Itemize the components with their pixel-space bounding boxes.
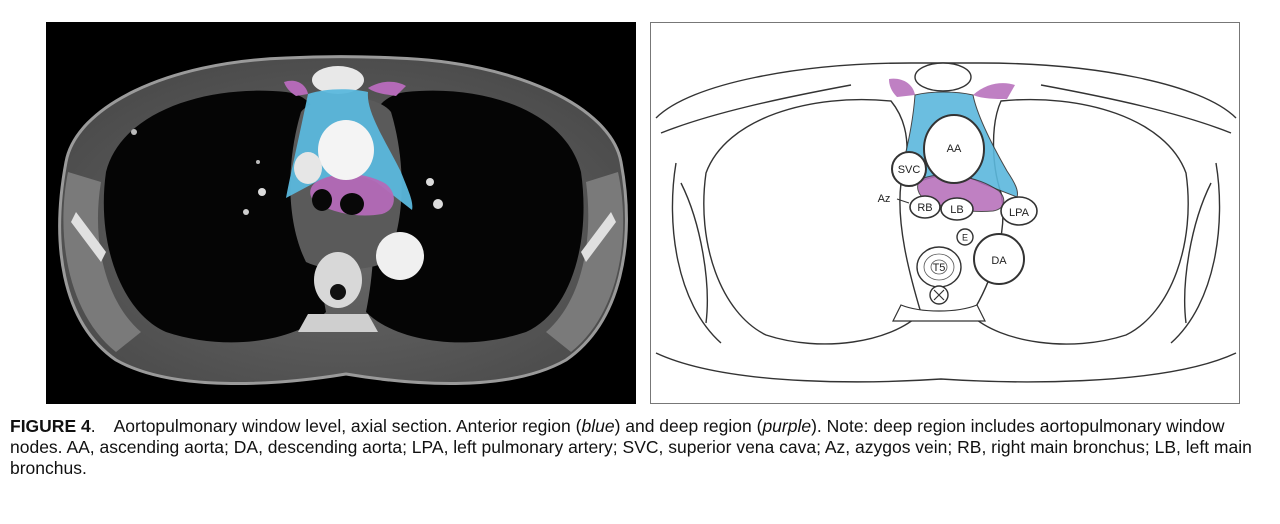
caption-blue-word: blue — [581, 416, 615, 436]
caption-text-part1: Aortopulmonary window level, axial secti… — [113, 416, 582, 436]
ct-scan-image — [46, 22, 636, 404]
anatomical-diagram: AA SVC Az RB LB LPA E T5 DA — [650, 22, 1240, 404]
label-svc: SVC — [898, 164, 921, 176]
label-e: E — [962, 232, 968, 242]
label-az: Az — [878, 193, 891, 205]
caption-text-part2: ) and deep region ( — [614, 416, 763, 436]
caption-period: . — [90, 416, 96, 436]
label-t5: T5 — [933, 262, 946, 274]
figure-label: FIGURE 4 — [10, 416, 91, 436]
caption-text-part3: ). Note: deep region includes aortopulmo… — [10, 416, 1252, 478]
diagram-left-lung — [970, 98, 1189, 345]
label-lb: LB — [950, 204, 963, 216]
caption-purple-word: purple — [762, 416, 812, 436]
label-aa: AA — [947, 143, 962, 155]
ct-left-lung — [366, 90, 584, 343]
label-rb: RB — [917, 202, 932, 214]
ct-right-lung — [103, 90, 326, 343]
ct-scan-drawing — [58, 55, 628, 385]
label-lpa: LPA — [1009, 207, 1030, 219]
diagram-right-lung — [703, 98, 922, 345]
figure-caption: FIGURE 4. Aortopulmonary window level, ax… — [10, 416, 1272, 479]
label-da: DA — [991, 255, 1007, 267]
diagram-drawing: AA SVC Az RB LB LPA E T5 DA — [655, 62, 1237, 383]
